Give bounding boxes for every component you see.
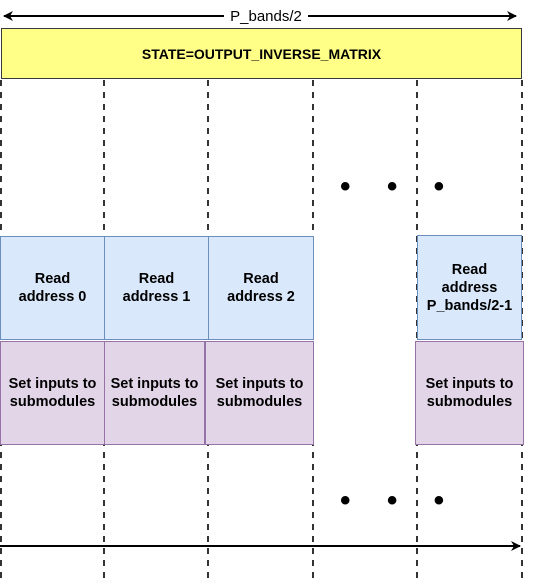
set-inputs-label: Set inputs to submodules: [425, 376, 514, 410]
set-inputs-label: Set inputs to submodules: [8, 376, 97, 410]
read-box-label: Read address 1: [122, 271, 191, 305]
read-box-0: Read address 0: [0, 236, 105, 340]
read-box-label: Read address 0: [18, 271, 87, 305]
set-inputs-box-2: Set inputs to submodules: [205, 341, 314, 445]
ellipsis-bottom: • • •: [340, 484, 459, 517]
state-banner: STATE=OUTPUT_INVERSE_MATRIX: [1, 28, 522, 79]
ellipsis-top: • • •: [340, 170, 459, 203]
set-inputs-box-0: Set inputs to submodules: [0, 341, 105, 445]
read-box-label: Read address P_bands/2-1: [426, 261, 513, 314]
read-box-last: Read address P_bands/2-1: [417, 235, 522, 340]
set-inputs-label: Set inputs to submodules: [215, 376, 304, 410]
read-box-label: Read address 2: [227, 271, 295, 305]
set-inputs-box-last: Set inputs to submodules: [415, 341, 524, 445]
read-box-2: Read address 2: [208, 236, 314, 340]
read-box-1: Read address 1: [104, 236, 209, 340]
arrow-label: P_bands/2: [224, 7, 308, 27]
set-inputs-label: Set inputs to submodules: [110, 376, 199, 410]
set-inputs-box-1: Set inputs to submodules: [104, 341, 205, 445]
